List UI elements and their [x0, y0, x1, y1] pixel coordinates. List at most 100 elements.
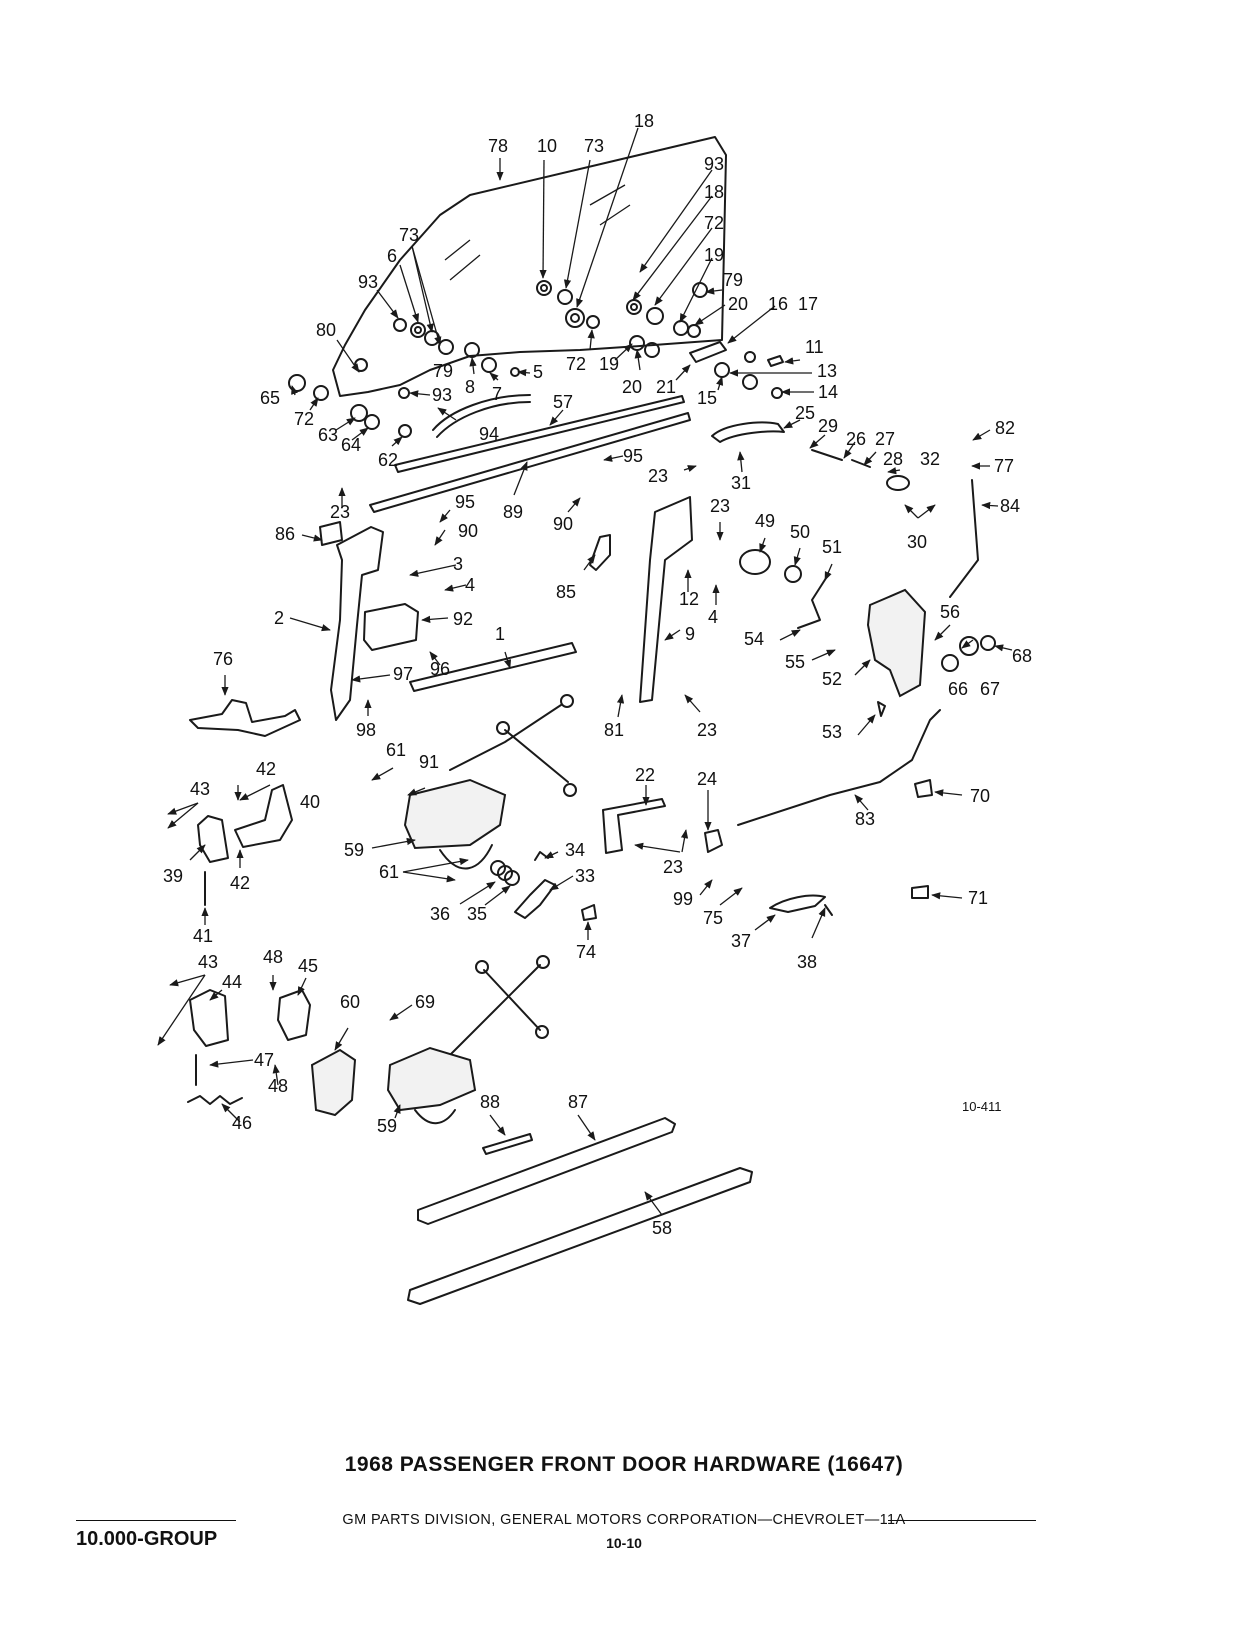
- callout: 43: [198, 952, 218, 972]
- callout: 31: [731, 473, 751, 493]
- callout: 97: [393, 664, 413, 684]
- callout: 2: [274, 608, 284, 628]
- callout: 33: [575, 866, 595, 886]
- bracket-85: [589, 534, 611, 571]
- callout: 23: [710, 496, 730, 516]
- callout: 61: [386, 740, 406, 760]
- lower-sash-channel: [409, 642, 577, 692]
- callout: 36: [430, 904, 450, 924]
- sash-channel: [689, 341, 727, 363]
- hinge-spring-46: [187, 1095, 243, 1105]
- callout: 23: [663, 857, 683, 877]
- callout: 37: [731, 931, 751, 951]
- callout: 7: [492, 384, 502, 404]
- callout: 57: [553, 392, 573, 412]
- footer-rule-left: [76, 1520, 236, 1521]
- callout: 64: [341, 435, 361, 455]
- callout: 25: [795, 403, 815, 423]
- latch-knob-66: [941, 654, 959, 672]
- callout: 95: [623, 446, 643, 466]
- callout: 77: [994, 456, 1014, 476]
- rear-guide-channel: [639, 496, 693, 703]
- callout: 39: [163, 866, 183, 886]
- callout: 53: [822, 722, 842, 742]
- callout: 42: [230, 873, 250, 893]
- remote-rod: [737, 709, 941, 826]
- screw-38: [824, 904, 833, 916]
- glass-run-channel: [394, 395, 685, 473]
- callout: 1: [495, 624, 505, 644]
- footer-page-number: 10-10: [606, 1535, 642, 1551]
- callout: 89: [503, 502, 523, 522]
- callout: 10: [537, 136, 557, 156]
- escutcheon: [886, 475, 910, 491]
- callout: 20: [728, 294, 748, 314]
- inside-handle: [711, 421, 785, 443]
- window-motor: [310, 1048, 357, 1117]
- callout: 41: [193, 926, 213, 946]
- lock-cylinder: [739, 549, 771, 575]
- callout: 88: [480, 1092, 500, 1112]
- callout: 35: [467, 904, 487, 924]
- callout: 38: [797, 952, 817, 972]
- callout: 20: [622, 377, 642, 397]
- window-regulator-lower: [386, 955, 550, 1125]
- callout: 72: [294, 409, 314, 429]
- bumper-70: [914, 779, 933, 798]
- callout: 16: [768, 294, 788, 314]
- arm-rest-bracket: [769, 894, 826, 913]
- channel-bracket-86: [319, 521, 343, 546]
- callout: 72: [566, 354, 586, 374]
- callout: 80: [316, 320, 336, 340]
- door-glass: [332, 136, 727, 397]
- callout: 24: [697, 769, 717, 789]
- callout: 23: [330, 502, 350, 522]
- callout: 47: [254, 1050, 274, 1070]
- footer-division: GM PARTS DIVISION, GENERAL MOTORS CORPOR…: [342, 1512, 906, 1528]
- lock-rod: [811, 449, 871, 468]
- callout: 68: [1012, 646, 1032, 666]
- clip-34: [534, 851, 549, 861]
- door-latch: [866, 588, 927, 698]
- callout: 48: [268, 1076, 288, 1096]
- door-sill-plate-87: [417, 1117, 676, 1225]
- callout: 34: [565, 840, 585, 860]
- callout: 93: [358, 272, 378, 292]
- callout: 99: [673, 889, 693, 909]
- callout: 4: [708, 607, 718, 627]
- callout: 48: [263, 947, 283, 967]
- callout: 75: [703, 908, 723, 928]
- page-title: 1968 PASSENGER FRONT DOOR HARDWARE (1664…: [344, 1453, 904, 1476]
- check-link: [189, 699, 301, 737]
- callout: 83: [855, 809, 875, 829]
- callout: 29: [818, 416, 838, 436]
- callout: 55: [785, 652, 805, 672]
- callout: 95: [455, 492, 475, 512]
- callout: 61: [379, 862, 399, 882]
- bumper-71: [911, 885, 929, 899]
- callout: 74: [576, 942, 596, 962]
- handle-spring: [490, 860, 520, 886]
- callout: 30: [907, 532, 927, 552]
- callout: 32: [920, 449, 940, 469]
- callout: 49: [755, 511, 775, 531]
- callout: 93: [704, 154, 724, 174]
- callout: 87: [568, 1092, 588, 1112]
- roller-pin-11: [767, 355, 784, 367]
- bellcrank-24: [704, 829, 723, 853]
- callout: 8: [465, 377, 475, 397]
- callout: 5: [533, 362, 543, 382]
- callout: 72: [704, 213, 724, 233]
- callout: 42: [256, 759, 276, 779]
- figure-reference: 10-411: [962, 1099, 1002, 1114]
- callout: 3: [453, 554, 463, 574]
- callout: 15: [697, 388, 717, 408]
- lock-rod-51: [797, 574, 829, 629]
- callout: 9: [685, 624, 695, 644]
- callout: 23: [697, 720, 717, 740]
- callout: 86: [275, 524, 295, 544]
- callout: 90: [458, 521, 478, 541]
- upper-hinge-39: [197, 815, 229, 863]
- callout: 52: [822, 669, 842, 689]
- callout: 23: [648, 466, 668, 486]
